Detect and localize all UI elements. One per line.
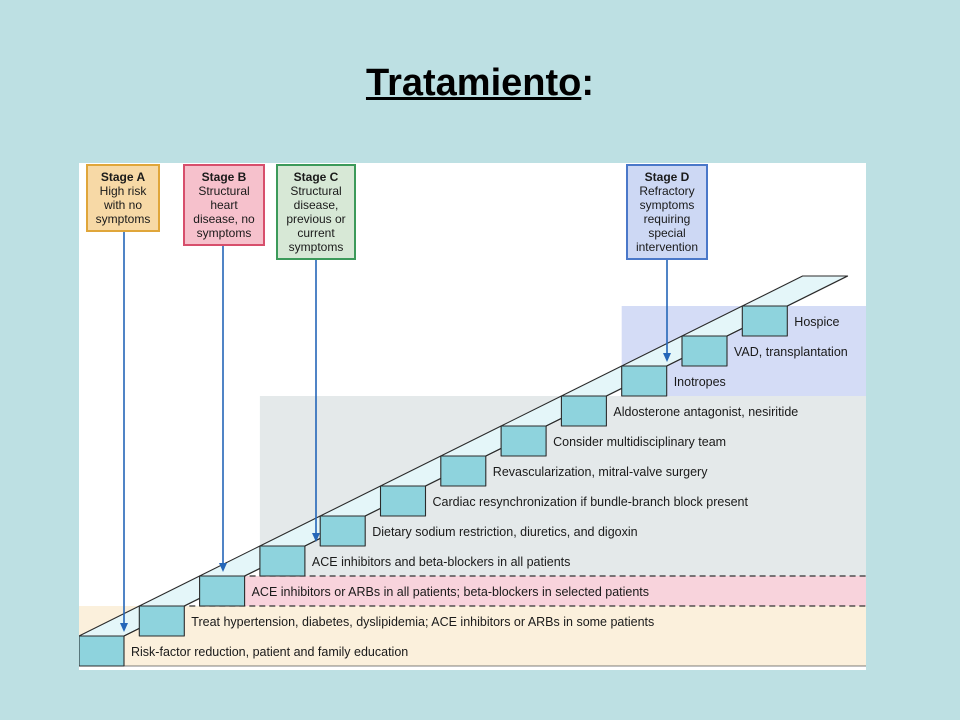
stage-c-box [276,164,356,260]
slide-title-text: Tratamiento [365,62,582,104]
stage-c-text-line: symptoms [289,240,344,254]
step-label: Inotropes [674,375,726,389]
stage-d-text-line: Refractory [639,184,694,198]
step-riser [440,455,487,487]
step-label: Revascularization, mitral-valve surgery [493,465,708,479]
stage-b-zone [199,576,866,606]
stage-b-box [183,164,265,246]
stage-c-title: Stage C [294,170,339,184]
step-riser [319,515,366,547]
step-riser [259,545,306,577]
stage-a-arrowhead [120,623,128,632]
step-label: Risk-factor reduction, patient and famil… [131,645,408,659]
step-label: Hospice [794,315,839,329]
step-edge [787,275,848,307]
stage-a-text-line: symptoms [96,212,151,226]
slide-title: Tratamiento: [0,62,960,105]
stage-c-text-line: previous or [286,212,345,226]
stage-d-title: Stage D [645,170,690,184]
stage-a-zone [79,606,866,666]
step-label: ACE inhibitors or ARBs in all patients; … [252,585,649,599]
step-riser [379,485,427,517]
heart-failure-staircase-figure: Risk-factor reduction, patient and famil… [79,163,866,670]
step-label: Dietary sodium restriction, diuretics, a… [372,525,637,539]
step-riser [621,365,668,397]
step-riser [79,635,125,667]
step-label: ACE inhibitors and beta-blockers in all … [312,555,570,569]
step-label: Consider multidisciplinary team [553,435,726,449]
stage-d-callout: Stage DRefractorysymptomsrequiringspecia… [626,164,708,362]
step-riser [500,425,547,457]
stage-b-text-line: disease, no [193,212,255,226]
step-riser [741,305,788,337]
stage-a-box [86,164,160,232]
stage-a-title: Stage A [101,170,146,184]
stage-a-text-line: High risk [100,184,148,198]
step-labels-layer: Risk-factor reduction, patient and famil… [131,315,848,659]
stage-a-text-line: with no [103,198,142,212]
stairs-layer [79,275,849,667]
stage-b-text-line: symptoms [197,226,252,240]
step-label: Cardiac resynchronization if bundle-bran… [433,495,749,509]
stage-b-title: Stage B [202,170,247,184]
step-riser [681,335,728,367]
stage-b-arrowhead [219,563,227,572]
step-label: Aldosterone antagonist, nesiritide [613,405,798,419]
stage-d-text-line: special [648,226,685,240]
step-label: VAD, transplantation [734,345,848,359]
stage-c-text-line: Structural [290,184,341,198]
stage-d-text-line: requiring [644,212,691,226]
stage-b-text-line: Structural [198,184,249,198]
step-riser [560,395,607,427]
stage-d-text-line: symptoms [640,198,695,212]
stage-c-text-line: current [297,226,335,240]
stage-d-box [626,164,708,260]
staircase-diagram: Risk-factor reduction, patient and famil… [79,163,866,670]
step-label: Treat hypertension, diabetes, dyslipidem… [191,615,654,629]
stage-d-text-line: intervention [636,240,698,254]
stage-c-arrowhead [312,533,320,542]
stage-c-text-line: disease, [294,198,339,212]
stage-b-text-line: heart [210,198,238,212]
step-riser [199,575,246,607]
step-riser [138,605,185,637]
stage-d-arrowhead [663,353,671,362]
slide-title-colon: : [581,62,595,104]
